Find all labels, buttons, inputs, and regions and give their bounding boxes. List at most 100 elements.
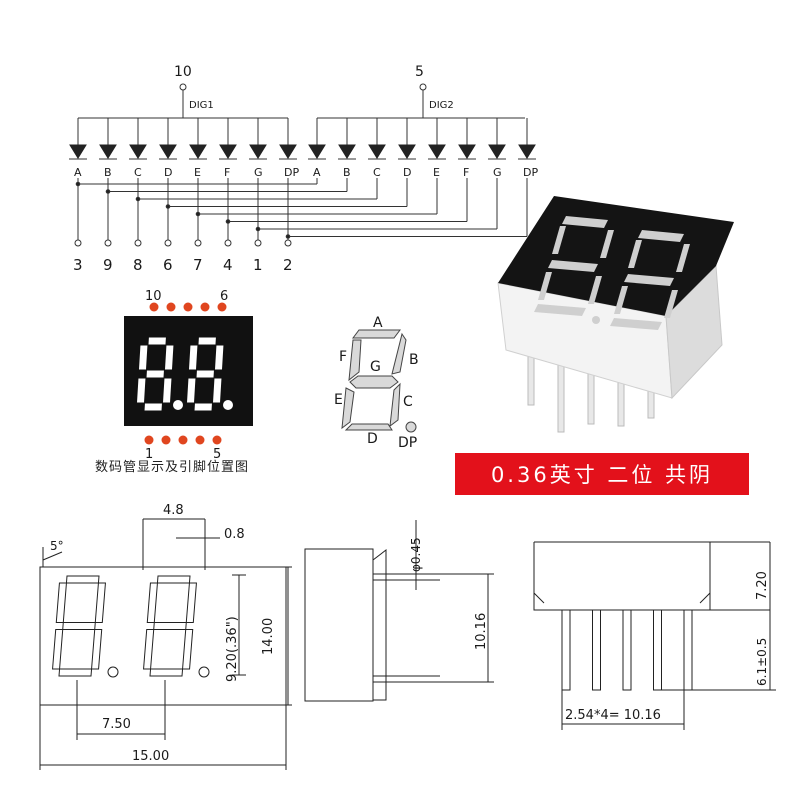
pin-5-marker: 5	[213, 447, 221, 462]
digit-segment	[62, 622, 96, 630]
diode-symbol	[159, 144, 177, 159]
digit-segment	[195, 369, 215, 379]
diode-symbol	[518, 144, 536, 159]
pin-terminal	[224, 239, 232, 247]
diode-segment-label: A	[74, 166, 82, 179]
digit-segment	[156, 575, 191, 584]
front-dimension-view	[39, 518, 292, 770]
top-pin-dots	[149, 302, 227, 312]
pin-terminal	[74, 239, 82, 247]
diode-symbol	[368, 144, 386, 159]
diode-segment-label: B	[343, 166, 351, 179]
side-dimension-view	[304, 520, 494, 702]
junction-dot	[135, 196, 141, 202]
diode-segment-label: C	[373, 166, 381, 179]
bottom-dimension-view	[533, 541, 776, 730]
pin-1-marker: 1	[145, 447, 153, 462]
pin-number: 3	[73, 256, 83, 274]
diode-symbol	[189, 144, 207, 159]
pin-10-marker: 10	[145, 289, 162, 304]
digit-segment	[185, 377, 197, 404]
pin-layout-view	[124, 302, 253, 445]
diode-symbol	[129, 144, 147, 159]
digit-segment	[94, 582, 106, 623]
pin-dot	[161, 435, 171, 445]
seg-label-d: D	[367, 431, 378, 447]
junction-dot	[285, 234, 291, 239]
display-body	[124, 316, 253, 426]
diode-segment-label: G	[493, 166, 502, 179]
digit-segment	[153, 622, 187, 630]
dp-dot	[173, 400, 183, 410]
digit-segment	[197, 336, 217, 346]
pin-dot	[166, 302, 176, 312]
segment-map	[341, 329, 417, 433]
digit-segment	[145, 369, 165, 379]
digit-segment	[185, 582, 197, 623]
junction-dot	[225, 219, 231, 224]
seg-label-g: G	[370, 359, 381, 375]
pin-number: 7	[193, 256, 203, 274]
dim-digit-pitch: 7.50	[102, 717, 131, 732]
diode-symbol	[219, 144, 237, 159]
segment-e	[341, 387, 355, 430]
digit-segment	[147, 336, 167, 346]
pin-number: 2	[283, 256, 293, 274]
pin-number: 9	[103, 256, 113, 274]
diode-symbol	[458, 144, 476, 159]
seg-label-c: C	[403, 394, 413, 410]
segment-a	[352, 329, 401, 339]
diode-symbol	[488, 144, 506, 159]
pin-dot	[149, 302, 159, 312]
dim-body-height: 14.00	[261, 618, 276, 655]
diode-symbol	[99, 144, 117, 159]
diode-segment-label: D	[164, 166, 172, 179]
segment-f	[348, 339, 362, 382]
diode-symbol	[308, 144, 326, 159]
dim-angle: 5°	[50, 539, 64, 553]
digit-segment	[182, 629, 194, 670]
diode-symbol	[279, 144, 297, 159]
bottom-pin-dots	[144, 435, 222, 445]
digit-segment	[65, 575, 100, 584]
pin-dot	[212, 435, 222, 445]
dig1-label: DIG1	[189, 100, 214, 111]
bottom-pin	[653, 609, 662, 691]
pin-6-marker: 6	[220, 289, 228, 304]
bottom-pin	[592, 609, 601, 691]
segment-c	[389, 382, 401, 428]
photo-digits	[534, 216, 690, 330]
dim-seg-thick: 0.8	[224, 527, 245, 542]
pin-terminal	[104, 239, 112, 247]
dim-pin-pitch: 2.54*4= 10.16	[565, 708, 661, 723]
pin-10-label: 10	[174, 64, 192, 80]
diode-segment-label: C	[134, 166, 142, 179]
junction-dot	[105, 189, 111, 194]
diode-segment-label: G	[254, 166, 263, 179]
seg-label-a: A	[373, 315, 383, 331]
pin-terminal	[194, 239, 202, 247]
digit-segment	[163, 344, 175, 371]
dim-pin-diameter: φ0.45	[409, 537, 423, 572]
side-body	[304, 548, 374, 702]
pin-number: 6	[163, 256, 173, 274]
pin-dot	[144, 435, 154, 445]
pin-terminal	[284, 239, 292, 247]
digit-segment	[161, 377, 173, 404]
diode-segment-label: A	[313, 166, 321, 179]
bottom-pin	[622, 609, 632, 691]
segment-g	[349, 375, 399, 389]
seg-label-f: F	[339, 349, 347, 365]
seg-label-b: B	[409, 352, 419, 368]
segment-dp	[405, 421, 417, 433]
diode-segment-label: E	[194, 166, 201, 179]
diode-segment-label: F	[463, 166, 469, 179]
pin-dot	[183, 302, 193, 312]
segment-wiring	[74, 178, 528, 247]
circuit-schematic	[69, 83, 536, 247]
dim-seg-width: 4.8	[163, 503, 184, 518]
diode-symbol	[398, 144, 416, 159]
